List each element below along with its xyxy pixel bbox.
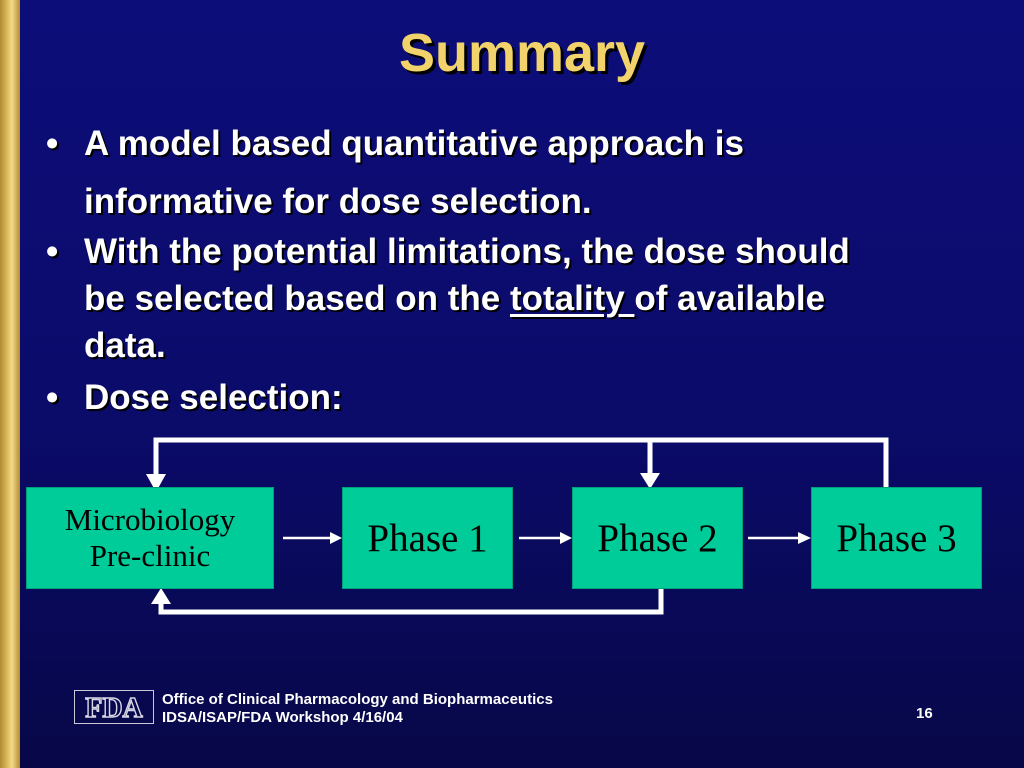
bullet-text-segment: be selected based on the: [84, 279, 510, 318]
arrowhead-icon: [640, 473, 660, 489]
bullet-text: informative for dose selection.: [84, 182, 592, 221]
feedback-connector-bottom: [158, 585, 664, 615]
bullet-text: data.: [84, 326, 166, 365]
arrowhead-icon: [330, 532, 342, 544]
slide-title: Summary: [398, 23, 646, 83]
fda-logo-text: FDA: [85, 693, 143, 724]
feedback-connector-top: [153, 437, 889, 492]
arrowhead-icon: [151, 588, 171, 604]
bullet-dot-icon: •: [46, 378, 59, 417]
footer-workshop: IDSA/ISAP/FDA Workshop 4/16/04: [162, 709, 403, 726]
arrowhead-icon: [798, 532, 811, 544]
footer-office: Office of Clinical Pharmacology and Biop…: [162, 691, 553, 708]
fda-logo-icon: FDA: [74, 690, 154, 724]
box-label: Microbiology: [64, 502, 236, 537]
bullet-text: With the potential limitations, the dose…: [84, 232, 850, 271]
box-phase-1: Phase 1: [342, 487, 513, 589]
box-phase-3: Phase 3: [811, 487, 982, 589]
page-number: 16: [916, 705, 933, 722]
box-phase-2: Phase 2: [572, 487, 743, 589]
bullet-dot-icon: •: [46, 124, 59, 163]
box-label: Phase 2: [597, 516, 718, 560]
box-label: Phase 1: [367, 516, 488, 560]
bullet-text: be selected based on the totality of ava…: [84, 275, 984, 322]
arrowhead-icon: [560, 532, 572, 544]
bullet-dot-icon: •: [46, 232, 59, 271]
bullet-text: A model based quantitative approach is: [84, 124, 744, 163]
bullet-text: Dose selection:: [84, 378, 343, 417]
box-microbiology-preclinic: Microbiology Pre-clinic: [26, 487, 274, 589]
box-label: Phase 3: [836, 516, 957, 560]
underlined-word: totality: [509, 279, 635, 318]
arrowhead-icon: [146, 474, 166, 492]
box-label: Pre-clinic: [89, 538, 211, 573]
left-accent-bar: [0, 0, 20, 768]
bullet-text-segment: of available: [634, 279, 826, 318]
